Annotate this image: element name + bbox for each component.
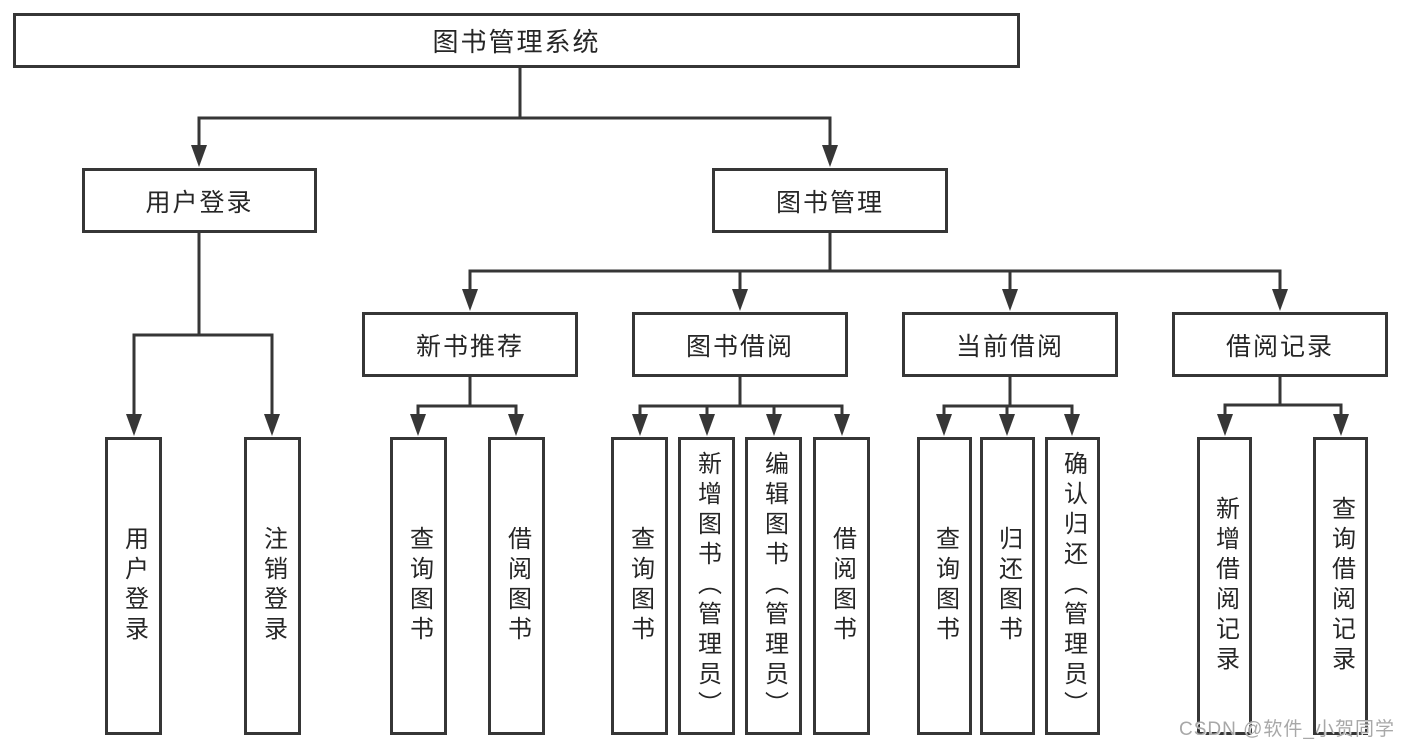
node-label: 图书管理系统	[432, 27, 601, 57]
node-label: 查询图书	[626, 526, 654, 646]
arrow-down-icon	[936, 414, 952, 436]
leaf-logout-login: 注销登录	[244, 437, 301, 735]
arrow-down-icon	[766, 414, 782, 436]
node-label: 编辑图书（管理员）	[760, 451, 788, 721]
leaf-query-books-recommend: 查询图书	[390, 437, 447, 735]
connector-user-login-to-leaves	[126, 231, 280, 436]
leaf-add-borrow-record: 新增借阅记录	[1197, 437, 1252, 735]
connector-new-book-recommend-to-leaves	[410, 375, 524, 436]
node-label: 图书管理	[775, 188, 884, 217]
leaf-user-login: 用户登录	[105, 437, 162, 735]
connector-borrowing-records-to-leaves	[1217, 375, 1349, 436]
arrow-down-icon	[822, 145, 838, 167]
node-label: 借阅图书	[828, 526, 856, 646]
node-label: 新增图书（管理员）	[693, 451, 721, 721]
leaf-borrow-books-recommend: 借阅图书	[488, 437, 545, 735]
leaf-borrow-books-borrowing: 借阅图书	[813, 437, 870, 735]
connector-root-to-level2	[191, 66, 838, 167]
node-label: 图书借阅	[685, 332, 794, 361]
arrow-down-icon	[191, 145, 207, 167]
arrow-down-icon	[834, 414, 850, 436]
node-label: 确认归还（管理员）	[1059, 451, 1087, 721]
arrow-down-icon	[999, 414, 1015, 436]
connector-current-borrowing-to-leaves	[936, 375, 1080, 436]
node-book-management: 图书管理	[712, 168, 948, 233]
node-label: 新增借阅记录	[1211, 496, 1239, 676]
arrow-down-icon	[1064, 414, 1080, 436]
node-label: 归还图书	[994, 526, 1022, 646]
arrow-down-icon	[1333, 414, 1349, 436]
node-label: 用户登录	[145, 188, 254, 217]
leaf-add-books-admin: 新增图书（管理员）	[678, 437, 735, 735]
node-label: 查询图书	[405, 526, 433, 646]
node-current-borrowing: 当前借阅	[902, 312, 1118, 377]
leaf-return-books: 归还图书	[980, 437, 1035, 735]
arrow-down-icon	[410, 414, 426, 436]
connector-book-management-to-level3	[462, 231, 1288, 311]
node-label: 查询借阅记录	[1327, 496, 1355, 676]
leaf-query-borrow-record: 查询借阅记录	[1313, 437, 1368, 735]
arrow-down-icon	[632, 414, 648, 436]
node-new-book-recommend: 新书推荐	[362, 312, 578, 377]
arrow-down-icon	[699, 414, 715, 436]
node-library-management-system: 图书管理系统	[13, 13, 1020, 68]
leaf-confirm-return-admin: 确认归还（管理员）	[1045, 437, 1100, 735]
node-book-borrowing: 图书借阅	[632, 312, 848, 377]
arrow-down-icon	[264, 414, 280, 436]
node-user-login: 用户登录	[82, 168, 317, 233]
leaf-query-books-borrowing: 查询图书	[611, 437, 668, 735]
arrow-down-icon	[732, 289, 748, 311]
node-label: 注销登录	[259, 526, 287, 646]
node-label: 用户登录	[120, 526, 148, 646]
arrow-down-icon	[462, 289, 478, 311]
node-label: 当前借阅	[955, 332, 1064, 361]
arrow-down-icon	[508, 414, 524, 436]
node-borrowing-records: 借阅记录	[1172, 312, 1388, 377]
arrow-down-icon	[126, 414, 142, 436]
leaf-edit-books-admin: 编辑图书（管理员）	[745, 437, 802, 735]
connector-book-borrowing-to-leaves	[632, 375, 850, 436]
arrow-down-icon	[1272, 289, 1288, 311]
arrow-down-icon	[1002, 289, 1018, 311]
csdn-watermark: CSDN @软件_小贺同学	[1179, 719, 1395, 740]
node-label: 查询图书	[931, 526, 959, 646]
node-label: 借阅记录	[1225, 332, 1334, 361]
node-label: 借阅图书	[503, 526, 531, 646]
arrow-down-icon	[1217, 414, 1233, 436]
leaf-query-books-current: 查询图书	[917, 437, 972, 735]
node-label: 新书推荐	[415, 332, 524, 361]
